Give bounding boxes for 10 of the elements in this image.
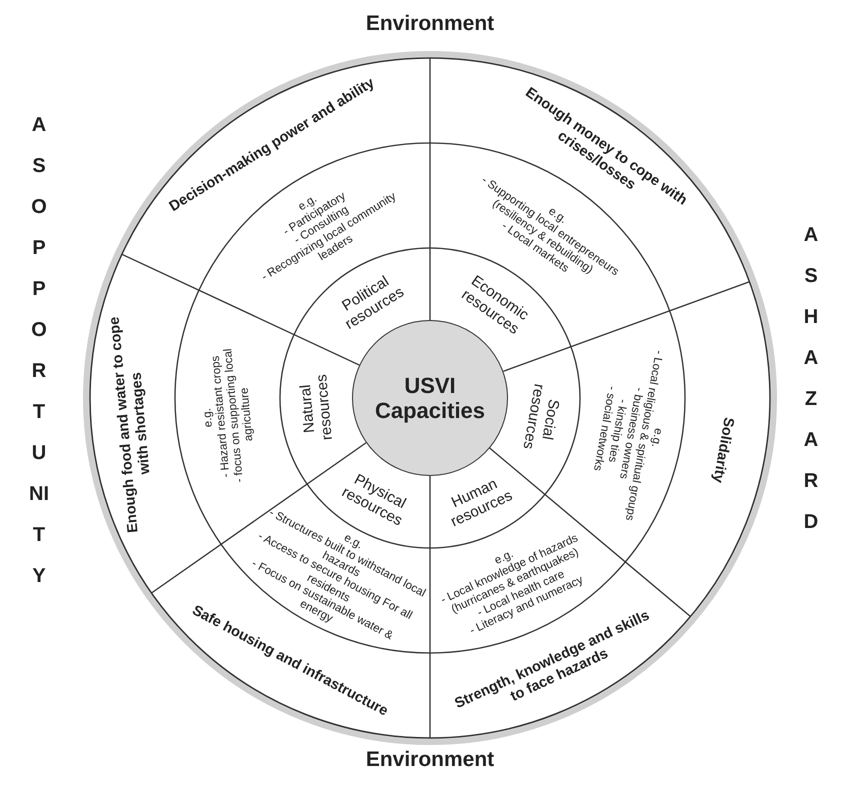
capacity-label: Solidarity — [672, 345, 776, 554]
example-heading: e.g. — [648, 427, 664, 448]
example-heading: e.g. — [200, 407, 214, 428]
side-label: AS HAZARD — [802, 223, 820, 535]
resource-label: Social resources — [502, 358, 582, 478]
resource-label: Natural resources — [280, 350, 352, 466]
capacity-label: Enough food and water to cope with shortages — [88, 301, 178, 547]
environment-label: Environment — [364, 12, 496, 36]
environment-label: Environment — [364, 748, 496, 772]
side-label: AS OPPORTUNITY — [28, 113, 50, 589]
